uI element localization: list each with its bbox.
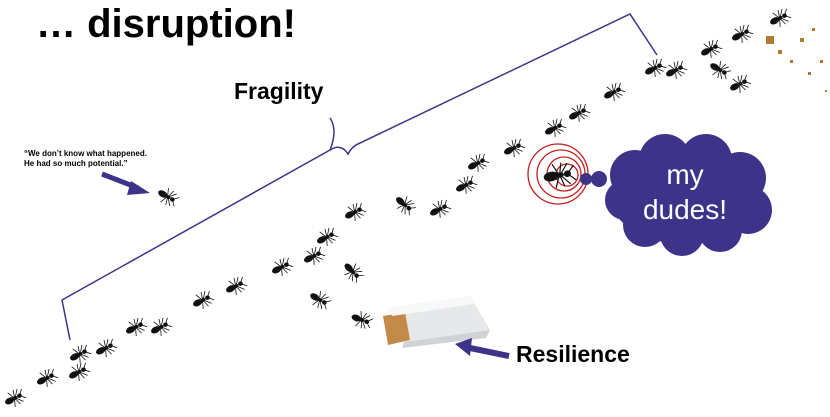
fragility-bracket <box>61 13 658 341</box>
quote-line: He had so much potential.” <box>24 159 128 168</box>
slide-title: … disruption! <box>36 2 296 46</box>
arrow-to-resilience-icon <box>455 338 510 359</box>
quote-text: “We don’t know what happened. He had so … <box>24 149 147 169</box>
speech-line: dudes! <box>642 194 728 225</box>
fragility-label: Fragility <box>234 78 324 104</box>
disrupted-ant <box>527 143 589 205</box>
resilience-label: Resilience <box>516 341 630 367</box>
arrow-to-ant-icon <box>101 171 150 195</box>
speech-line: my <box>666 159 704 190</box>
crumbs <box>766 28 827 92</box>
quote-line: “We don’t know what happened. <box>24 149 147 158</box>
fragility-bracket-tip <box>329 117 335 151</box>
candy-bar-image <box>383 296 490 348</box>
speech-bubble-text: my dudes! <box>612 157 758 227</box>
speech-cloud <box>580 134 772 256</box>
